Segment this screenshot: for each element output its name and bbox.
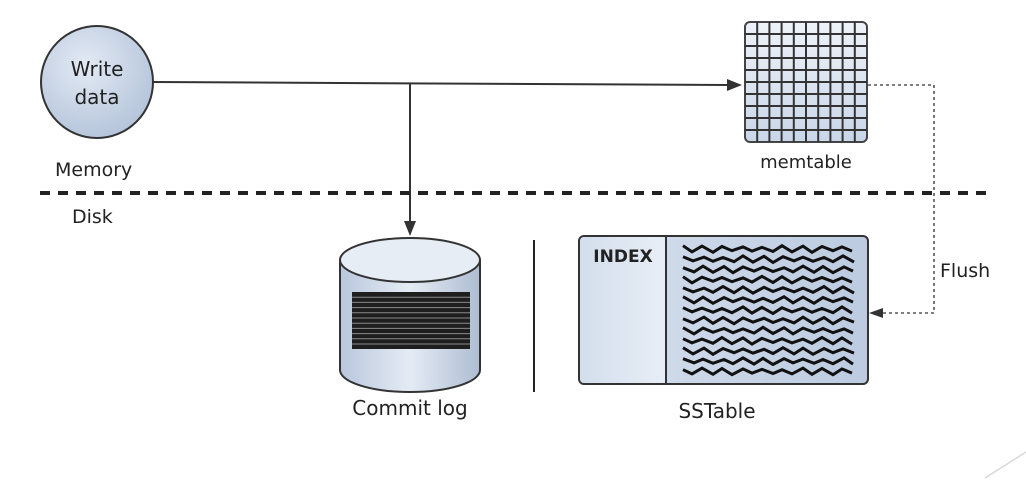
memory-label: Memory: [55, 159, 132, 181]
write-data-label-line1: Write: [71, 57, 124, 81]
sstable-label: SSTable: [678, 399, 755, 423]
memtable-label: memtable: [760, 152, 852, 173]
memtable-grid: [744, 21, 868, 143]
sstable-index-label: INDEX: [593, 247, 652, 267]
sstable-box: INDEX: [578, 235, 869, 385]
flush-label: Flush: [940, 260, 990, 282]
disk-label: Disk: [72, 206, 113, 228]
write-data-node: Write data: [40, 25, 154, 139]
commit-log-label: Commit log: [352, 396, 467, 420]
commit-log-cylinder: [339, 237, 481, 393]
corner-mark: [984, 451, 1026, 479]
commit-log-arrow: [404, 83, 416, 236]
sstable-index-panel: [580, 237, 666, 383]
write-data-label-line2: data: [74, 85, 119, 109]
flush-arrow: [868, 84, 935, 318]
sstable-data-rows: [682, 243, 855, 377]
write-arrow: [152, 79, 742, 91]
